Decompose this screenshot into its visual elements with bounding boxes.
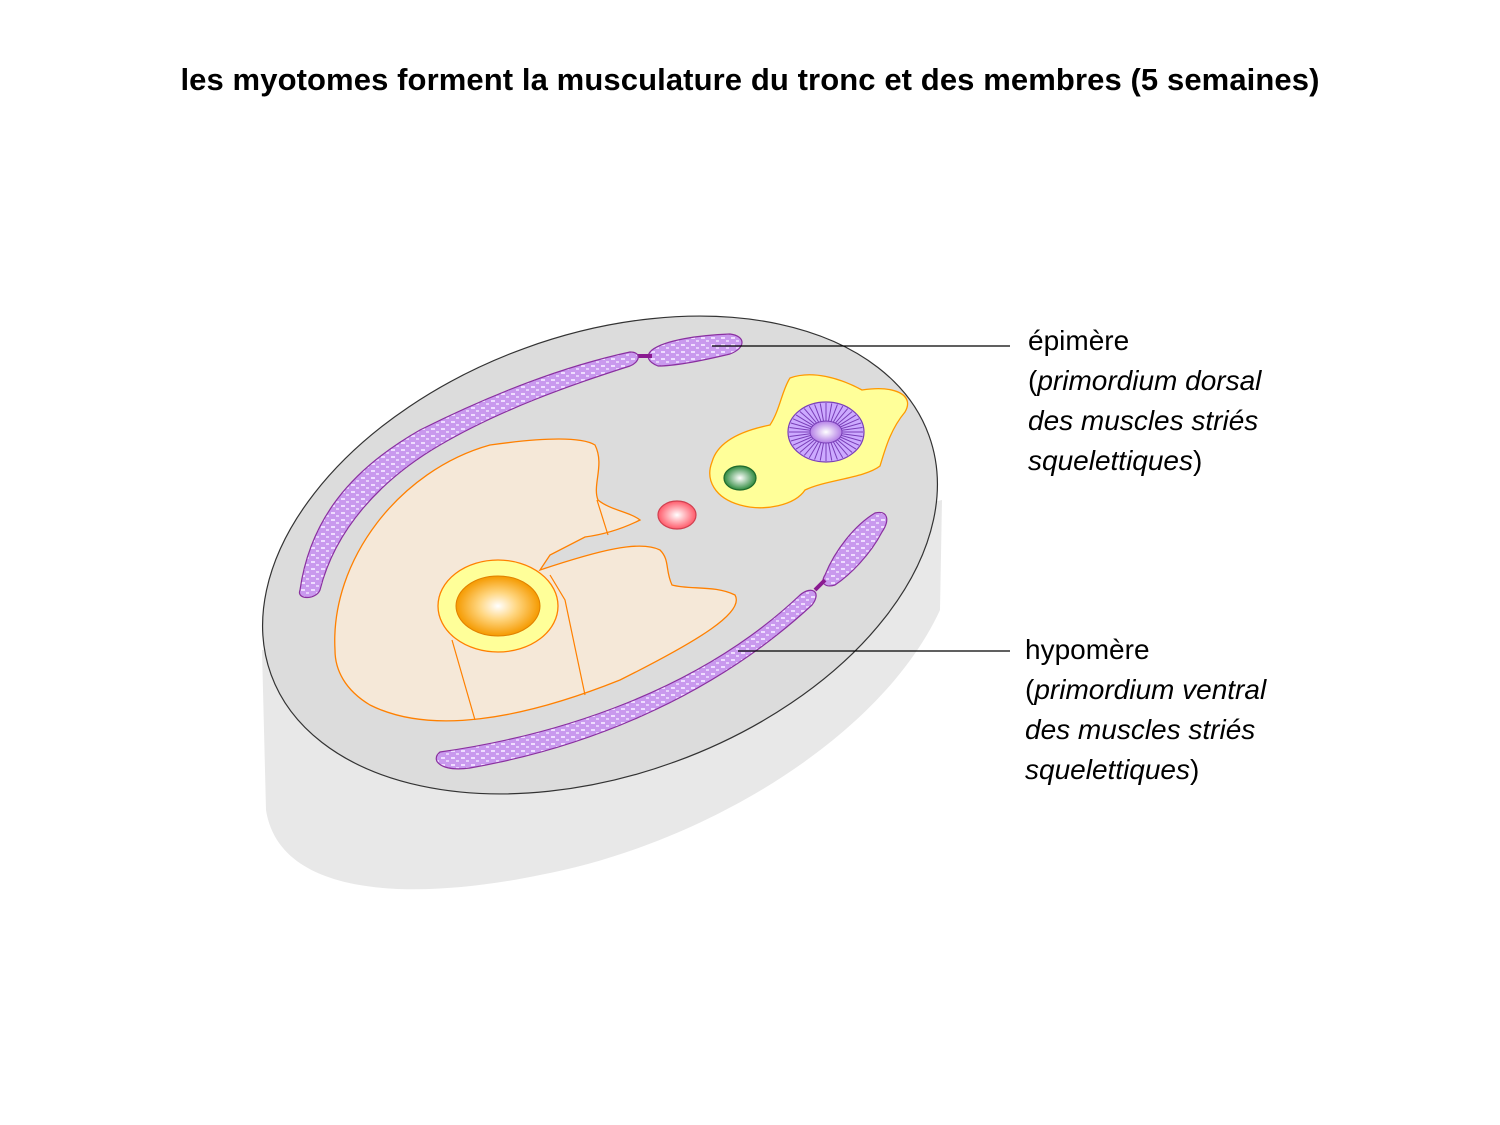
epimere-label: épimère (primordium dorsal des muscles s… — [1028, 321, 1261, 481]
neural-tube-ray — [838, 414, 857, 426]
neural-tube-ray — [819, 403, 824, 422]
mesentery-line — [451, 639, 476, 721]
neural-tube-ray — [841, 433, 863, 438]
neural-tube-ray — [828, 403, 833, 422]
hypomere-desc-line2: des muscles striés — [1025, 714, 1256, 745]
neural-tube-ray — [792, 436, 812, 446]
neural-tube-ray — [836, 411, 853, 425]
hypomere-term: hypomère — [1025, 634, 1150, 665]
paren-close: ) — [1193, 445, 1203, 476]
neural-tube-ray — [799, 411, 816, 425]
neural-tube-ray — [792, 418, 812, 428]
epimere-desc-line1: primordium dorsal — [1037, 365, 1262, 396]
neural-tube-ray — [828, 442, 833, 461]
neural-tube-ray — [836, 439, 853, 453]
neural-tube-ray — [814, 404, 822, 422]
neural-tube-ray — [790, 434, 811, 442]
hypomere-desc-line3: squelettiques — [1025, 754, 1191, 785]
notochord — [657, 500, 697, 530]
paren-close: ) — [1190, 754, 1200, 785]
neural-tube-ray — [795, 414, 814, 426]
neural-tube-rays — [789, 403, 863, 461]
neural-tube-ray — [840, 436, 860, 446]
neural-tube-ray — [789, 433, 811, 438]
neural-tube-ray — [840, 418, 860, 428]
paren-open: ( — [1025, 674, 1035, 705]
hypomere-label: hypomère (primordium ventral des muscles… — [1025, 630, 1266, 790]
neural-tube-ray — [819, 442, 824, 461]
mesentery-line — [549, 574, 586, 696]
green-vessel — [723, 465, 757, 491]
neural-tube-ray — [832, 405, 844, 423]
myotome-connector — [813, 578, 827, 592]
epimere-desc-line2: des muscles striés — [1028, 405, 1259, 436]
hypomere-desc-line1: primordium ventral — [1034, 674, 1267, 705]
neural-canal — [809, 420, 843, 444]
epimere-myotome — [647, 333, 743, 367]
neural-tube-ray — [841, 422, 862, 430]
ventral-myotome-upper — [822, 511, 888, 587]
neural-tube-ray — [808, 405, 820, 423]
gut-tube-inner — [455, 575, 541, 637]
diagram-title: les myotomes forment la musculature du t… — [180, 62, 1320, 97]
paren-open: ( — [1028, 365, 1038, 396]
neural-tube-ray — [830, 442, 838, 460]
neural-tube-ray — [790, 422, 811, 430]
neural-tube-ray — [835, 408, 849, 424]
epimere-term: épimère — [1028, 325, 1130, 356]
neural-tube-ray — [799, 439, 816, 453]
neural-tube-ray — [803, 440, 817, 456]
neural-tube-ray — [835, 440, 849, 456]
neural-tube-ray — [789, 426, 811, 431]
neural-tube-ray — [803, 408, 817, 424]
neural-tube-ray — [830, 404, 838, 422]
neural-tube-ray — [795, 438, 814, 450]
dorsal-myotome-band — [298, 351, 639, 599]
mesentery-line — [596, 499, 609, 536]
neural-tube-ray — [832, 441, 844, 459]
neural-tube-ray — [808, 441, 820, 459]
neural-tube-ray — [841, 434, 862, 442]
epimere-desc-line3: squelettiques — [1028, 445, 1194, 476]
neural-tube-ray — [838, 438, 857, 450]
neural-tube-ray — [841, 426, 863, 431]
neural-tube-ray — [814, 442, 822, 460]
hypomere-myotome — [435, 589, 817, 770]
